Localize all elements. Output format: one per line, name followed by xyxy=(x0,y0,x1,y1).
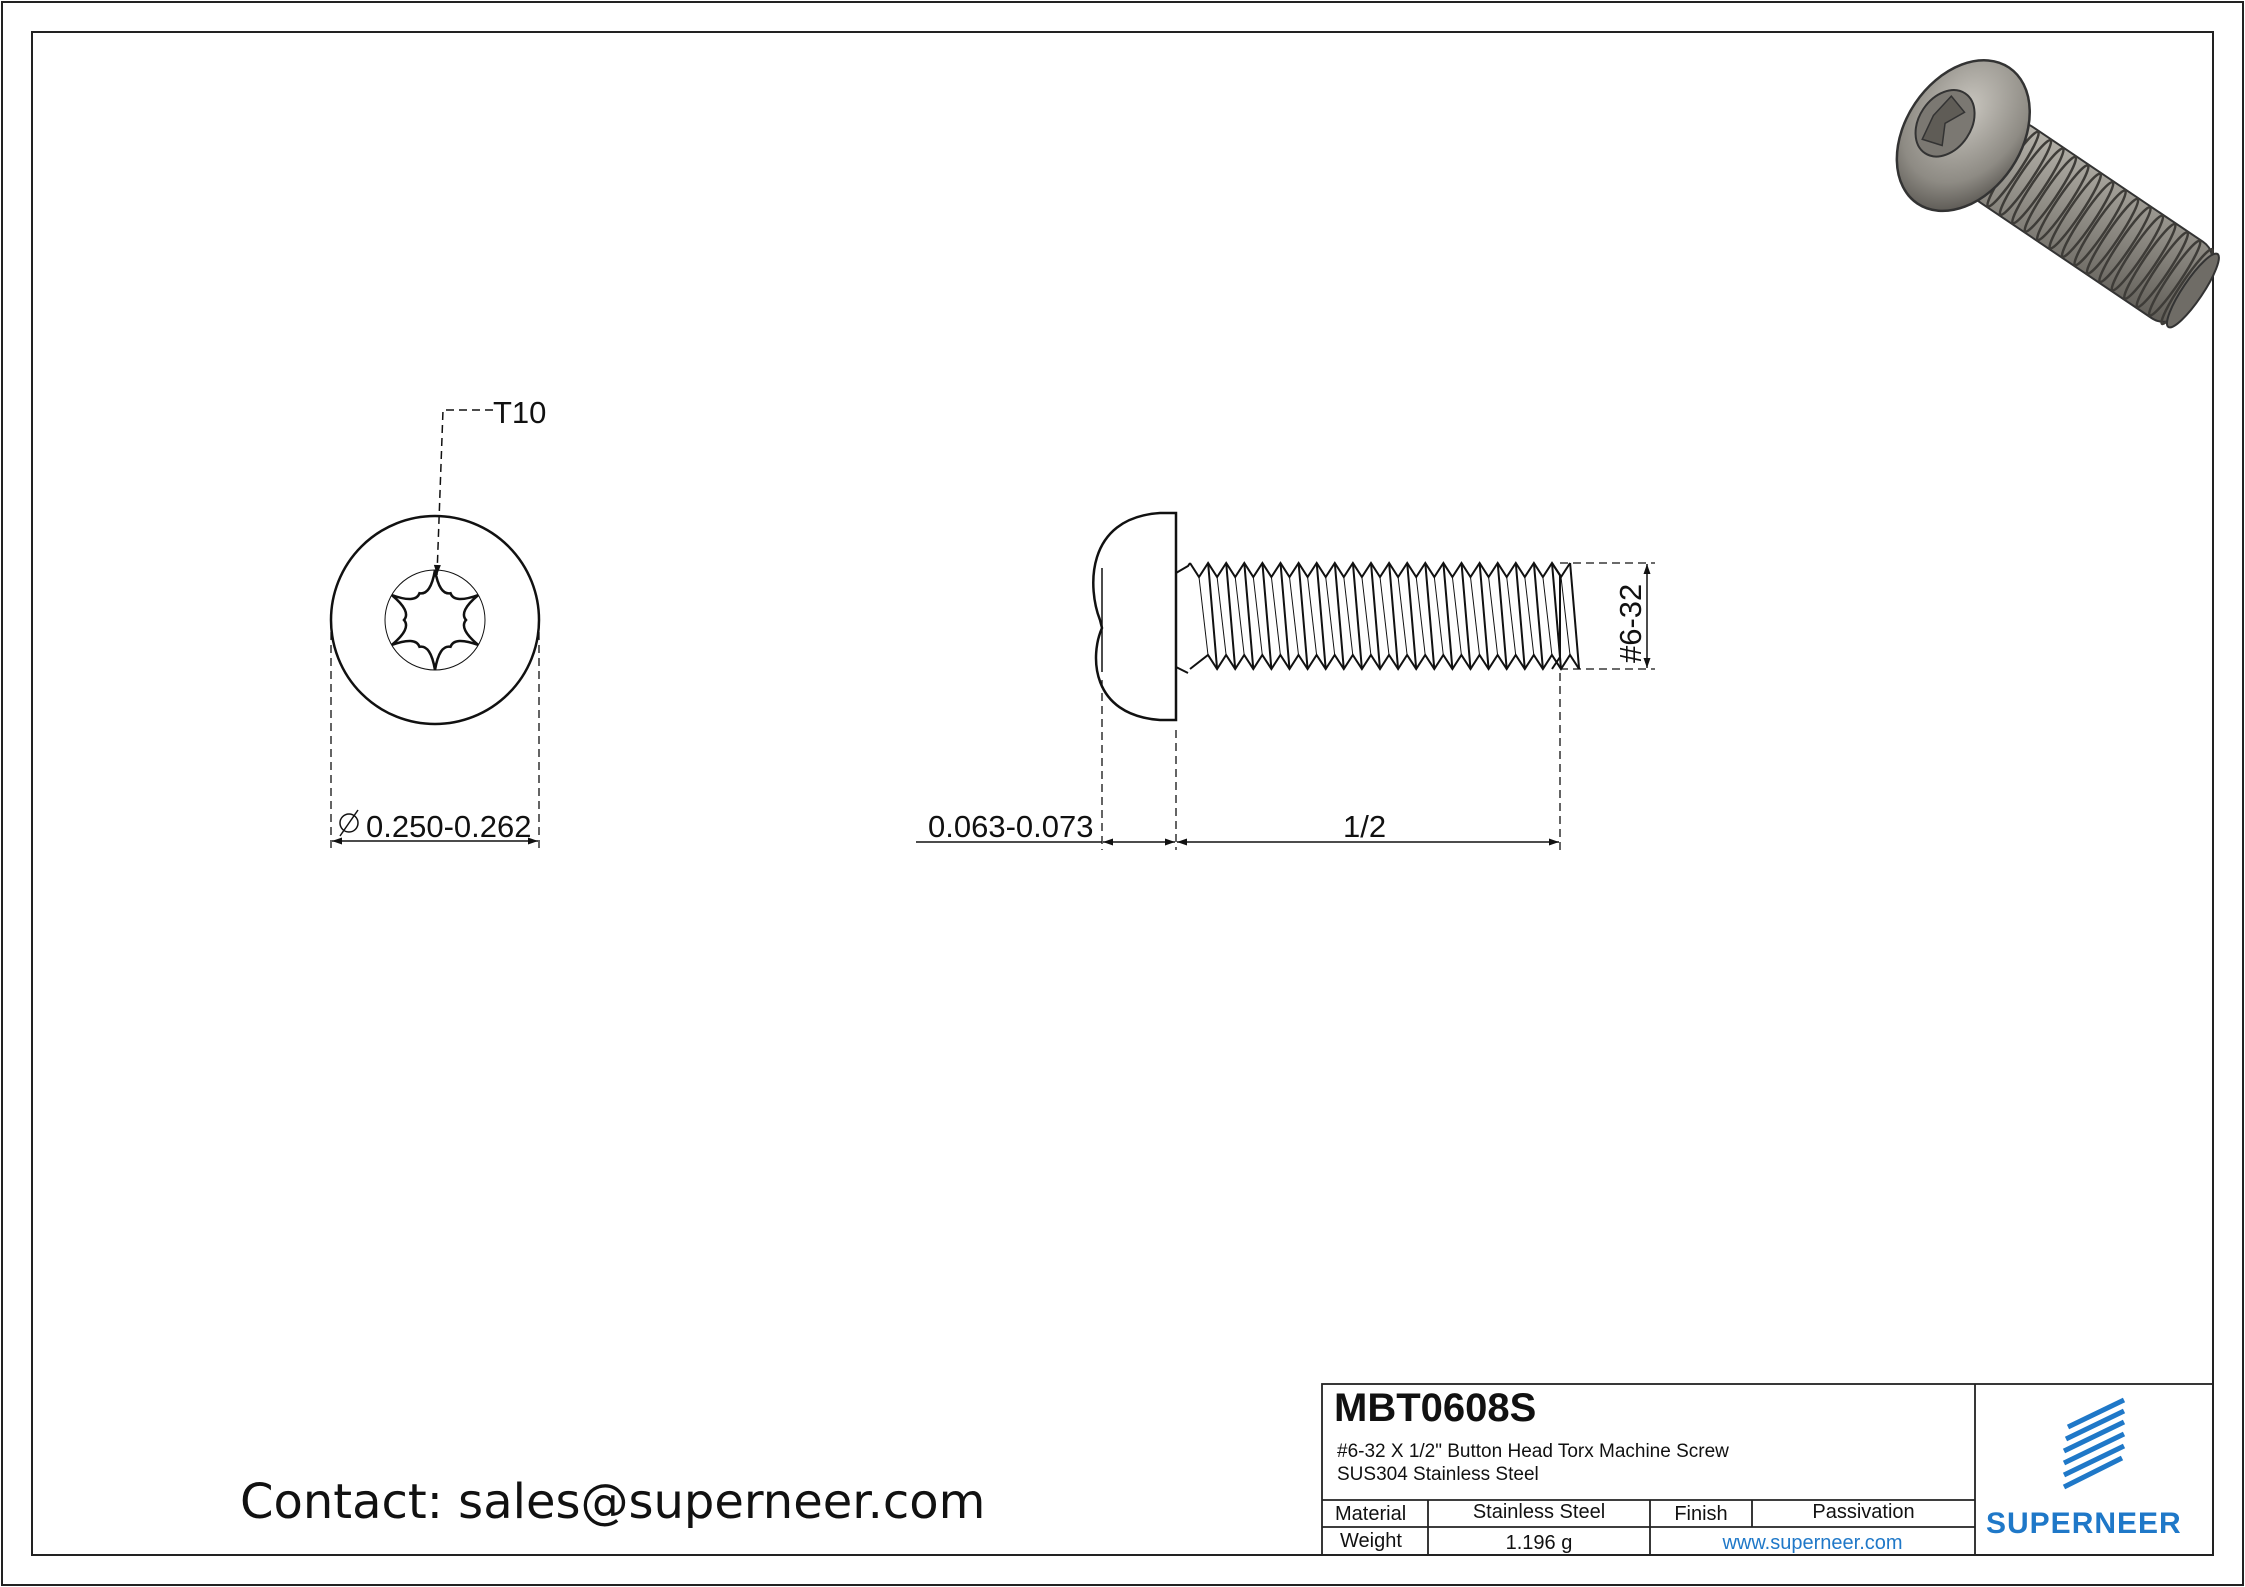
screw-3d-render xyxy=(1895,59,2220,329)
finish-value: Passivation xyxy=(1812,1501,1915,1523)
length-dimension xyxy=(1177,673,1561,850)
thread-form xyxy=(1189,561,1581,671)
drive-circle xyxy=(384,569,486,671)
inner-border xyxy=(31,31,2214,1556)
torx-recess xyxy=(390,569,480,671)
head-profile xyxy=(1092,511,1178,722)
head-height-label: 0.063-0.073 xyxy=(928,809,1093,844)
drive-leader xyxy=(433,409,493,576)
brand-name: SUPERNEER xyxy=(1986,1507,2182,1540)
contact-email[interactable]: Contact: sales@superneer.com xyxy=(240,1474,986,1530)
thread-dimension xyxy=(1560,562,1655,670)
weight-value: 1.196 g xyxy=(1505,1532,1573,1554)
head-diameter-dimension xyxy=(330,632,540,850)
thread-size-label: #6-32 xyxy=(1613,584,1648,663)
description-line-2: SUS304 Stainless Steel xyxy=(1337,1464,1539,1485)
head-top-view xyxy=(329,514,541,726)
diameter-symbol-icon xyxy=(339,809,359,837)
head-diameter-label: 0.250-0.262 xyxy=(366,809,531,844)
part-number: MBT0608S xyxy=(1334,1386,1537,1430)
head-outline xyxy=(329,514,541,726)
head-height-dimension xyxy=(916,680,1177,850)
website-link[interactable]: www.superneer.com xyxy=(1722,1532,1903,1554)
weight-label: Weight xyxy=(1340,1530,1402,1552)
description-line-1: #6-32 X 1/2" Button Head Torx Machine Sc… xyxy=(1337,1441,1729,1462)
screw-side-view xyxy=(1092,511,1581,722)
title-block xyxy=(1321,1383,2214,1556)
drive-callout-label: T10 xyxy=(493,395,546,430)
material-value: Stainless Steel xyxy=(1472,1501,1606,1523)
superneer-logo-icon xyxy=(2062,1397,2126,1490)
material-label: Material xyxy=(1335,1503,1407,1525)
length-label: 1/2 xyxy=(1343,809,1386,844)
finish-label: Finish xyxy=(1674,1503,1728,1525)
